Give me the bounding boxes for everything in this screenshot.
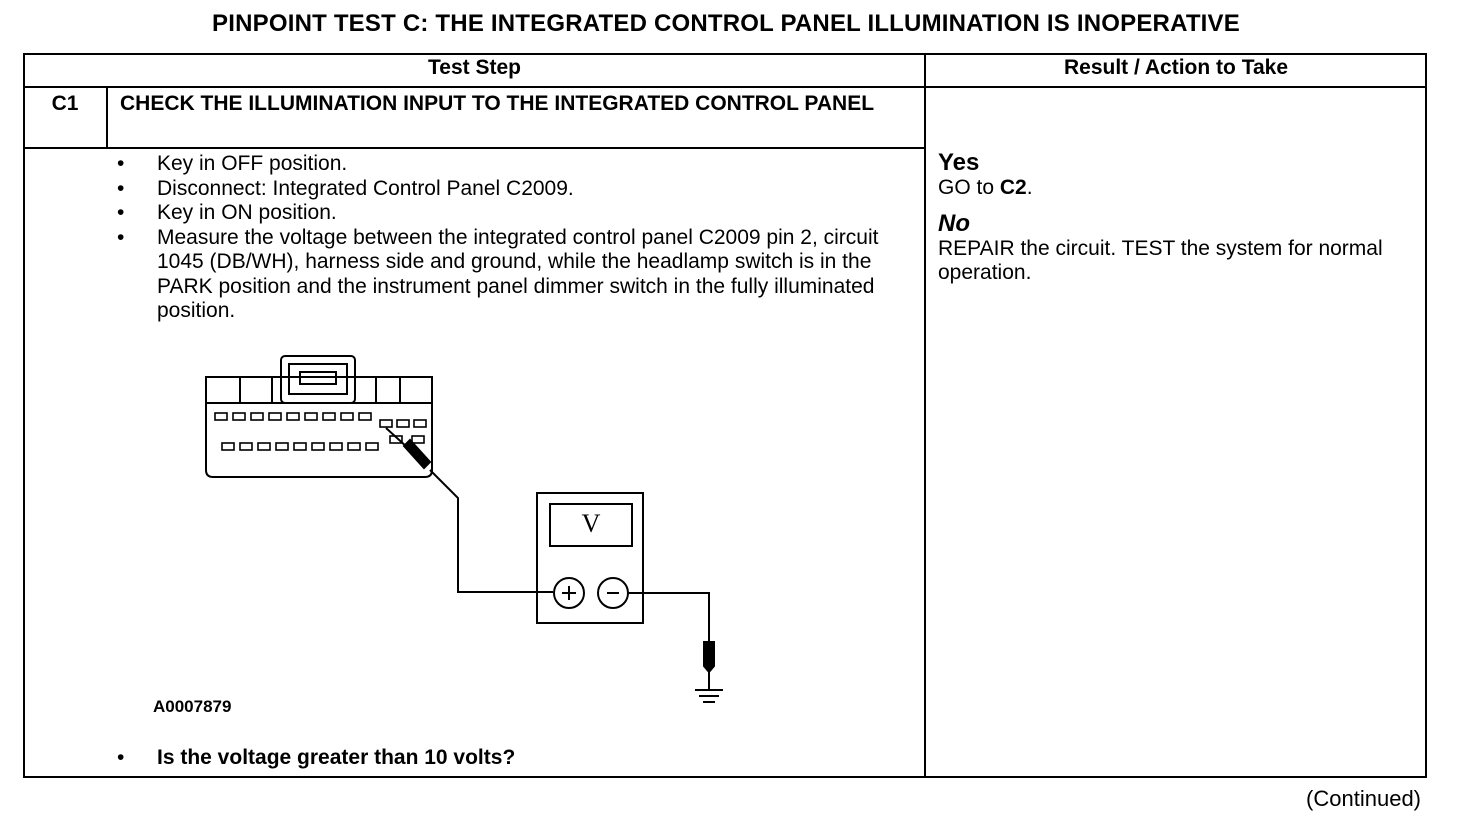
step-id: C1 [51, 92, 79, 115]
yes-action-target: C2 [999, 175, 1027, 199]
lower-pin-row [221, 435, 425, 451]
yes-action: GO to C2. [938, 176, 1418, 201]
positive-lead [429, 469, 553, 593]
figure-id: A0007879 [153, 697, 232, 716]
yes-label: Yes [938, 149, 980, 176]
connector-latch [280, 355, 356, 404]
header-divider [23, 86, 1427, 88]
meter-symbol: V [582, 509, 601, 538]
instruction-item: Disconnect: Integrated Control Panel C20… [113, 177, 903, 202]
test-table [23, 53, 1427, 778]
voltmeter-connector-diagram: V [205, 355, 723, 703]
instruction-list: Key in OFF position. Disconnect: Integra… [113, 152, 903, 324]
result-yes: Yes GO to C2. [938, 149, 1418, 201]
page-title: PINPOINT TEST C: THE INTEGRATED CONTROL … [212, 10, 1240, 37]
upper-pin-row [214, 412, 427, 428]
result-no: No REPAIR the circuit. TEST the system f… [938, 210, 1418, 286]
instruction-item: Key in ON position. [113, 201, 903, 226]
step-title: CHECK THE ILLUMINATION INPUT TO THE INTE… [120, 92, 875, 115]
ground-icon [695, 689, 723, 703]
header-result-action: Result / Action to Take [1063, 56, 1289, 79]
step-title-divider [23, 147, 925, 149]
header-test-step: Test Step [428, 56, 521, 79]
test-question: Is the voltage greater than 10 volts? [113, 746, 903, 770]
step-id-divider [106, 87, 108, 148]
column-divider [924, 53, 926, 778]
no-label: No [938, 210, 970, 237]
yes-action-suffix: . [1026, 175, 1033, 199]
negative-lead [628, 592, 710, 642]
voltmeter-display [549, 503, 633, 547]
continued-note: (Continued) [1306, 786, 1421, 811]
voltmeter [536, 492, 644, 624]
instruction-item: Key in OFF position. [113, 152, 903, 177]
instruction-item: Measure the voltage between the integrat… [113, 226, 903, 324]
yes-action-prefix: GO to [938, 175, 1000, 199]
positive-terminal-icon [553, 577, 585, 609]
no-action: REPAIR the circuit. TEST the system for … [938, 236, 1383, 285]
